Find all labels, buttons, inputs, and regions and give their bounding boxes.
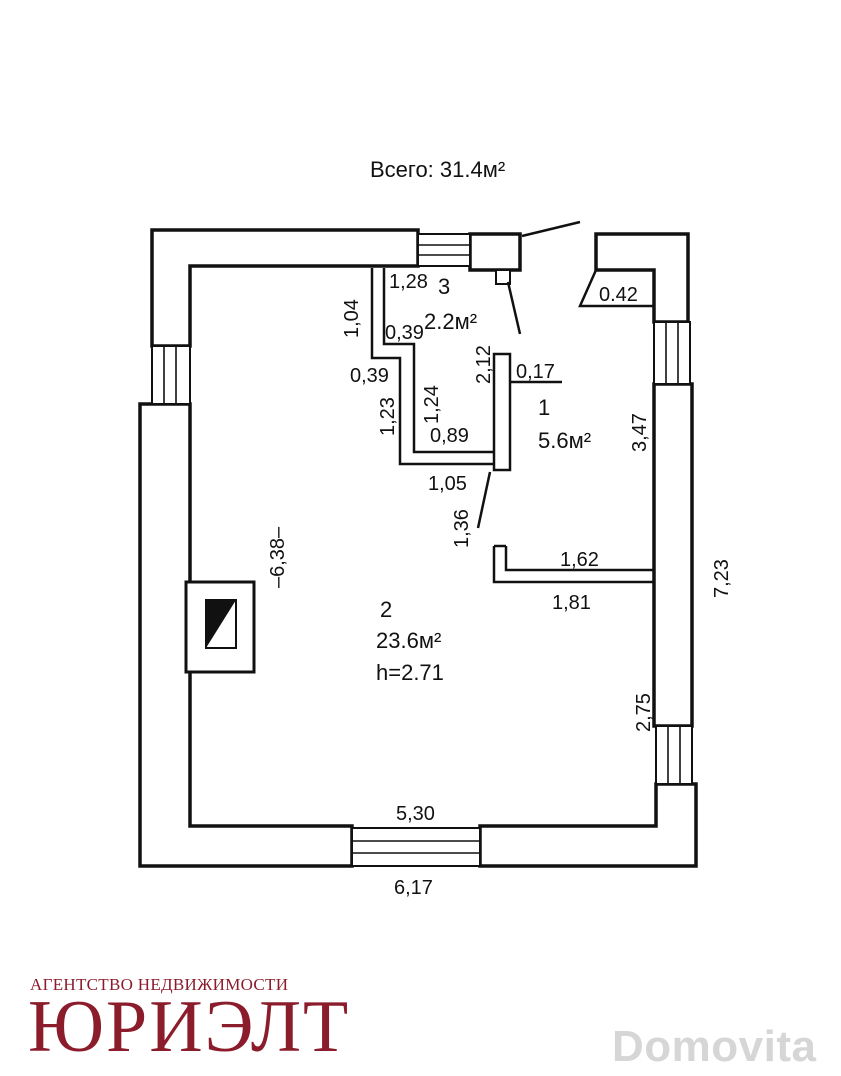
- windows: [151, 233, 693, 867]
- dim-6-17: 6,17: [394, 877, 433, 899]
- dim-0-17: 0,17: [516, 361, 555, 383]
- window-right-bottom: [655, 725, 693, 785]
- room-1-area: 5.6м²: [538, 428, 591, 453]
- dim-1-36: 1,36: [451, 509, 473, 548]
- dim-1-81: 1,81: [552, 592, 591, 614]
- window-bottom: [351, 827, 481, 867]
- window-top: [417, 233, 471, 267]
- dim-7-23: 7,23: [711, 559, 733, 598]
- interior-partitions: [370, 220, 654, 584]
- domovita-watermark: Domovita: [612, 1022, 817, 1071]
- total-area: Всего: 31.4м²: [370, 157, 505, 182]
- dim-0-39-lower: 0,39: [350, 365, 389, 387]
- room-1-number: 1: [538, 395, 550, 420]
- dim-6-38: –6,38–: [267, 526, 289, 588]
- agency-caption: АГЕНТСТВО НЕДВИЖИМОСТИ: [30, 975, 289, 994]
- room-3-number: 3: [438, 274, 450, 299]
- window-right-top: [653, 321, 691, 385]
- room-2-height: h=2.71: [376, 660, 444, 685]
- room-2-area: 23.6м²: [376, 628, 441, 653]
- dim-1-04: 1,04: [341, 299, 363, 338]
- dim-1-62: 1,62: [560, 549, 599, 571]
- dim-3-47: 3,47: [629, 413, 651, 452]
- dim-0-39-upper: 0,39: [385, 322, 424, 344]
- dim-0-42: 0.42: [599, 284, 638, 306]
- stove: [184, 580, 256, 674]
- dim-1-23: 1,23: [377, 397, 399, 436]
- dim-2-12: 2,12: [473, 345, 495, 384]
- agency-logo: ЮРИЭЛТ: [28, 986, 351, 1068]
- room-2-number: 2: [380, 597, 392, 622]
- dim-5-30: 5,30: [396, 803, 435, 825]
- dim-1-24: 1,24: [421, 385, 443, 424]
- dim-2-75: 2,75: [633, 693, 655, 732]
- window-left: [151, 345, 191, 405]
- dim-0-89: 0,89: [430, 425, 469, 447]
- room-3-area: 2.2м²: [424, 309, 477, 334]
- dim-1-05: 1,05: [428, 473, 467, 495]
- dim-1-28: 1,28: [389, 271, 428, 293]
